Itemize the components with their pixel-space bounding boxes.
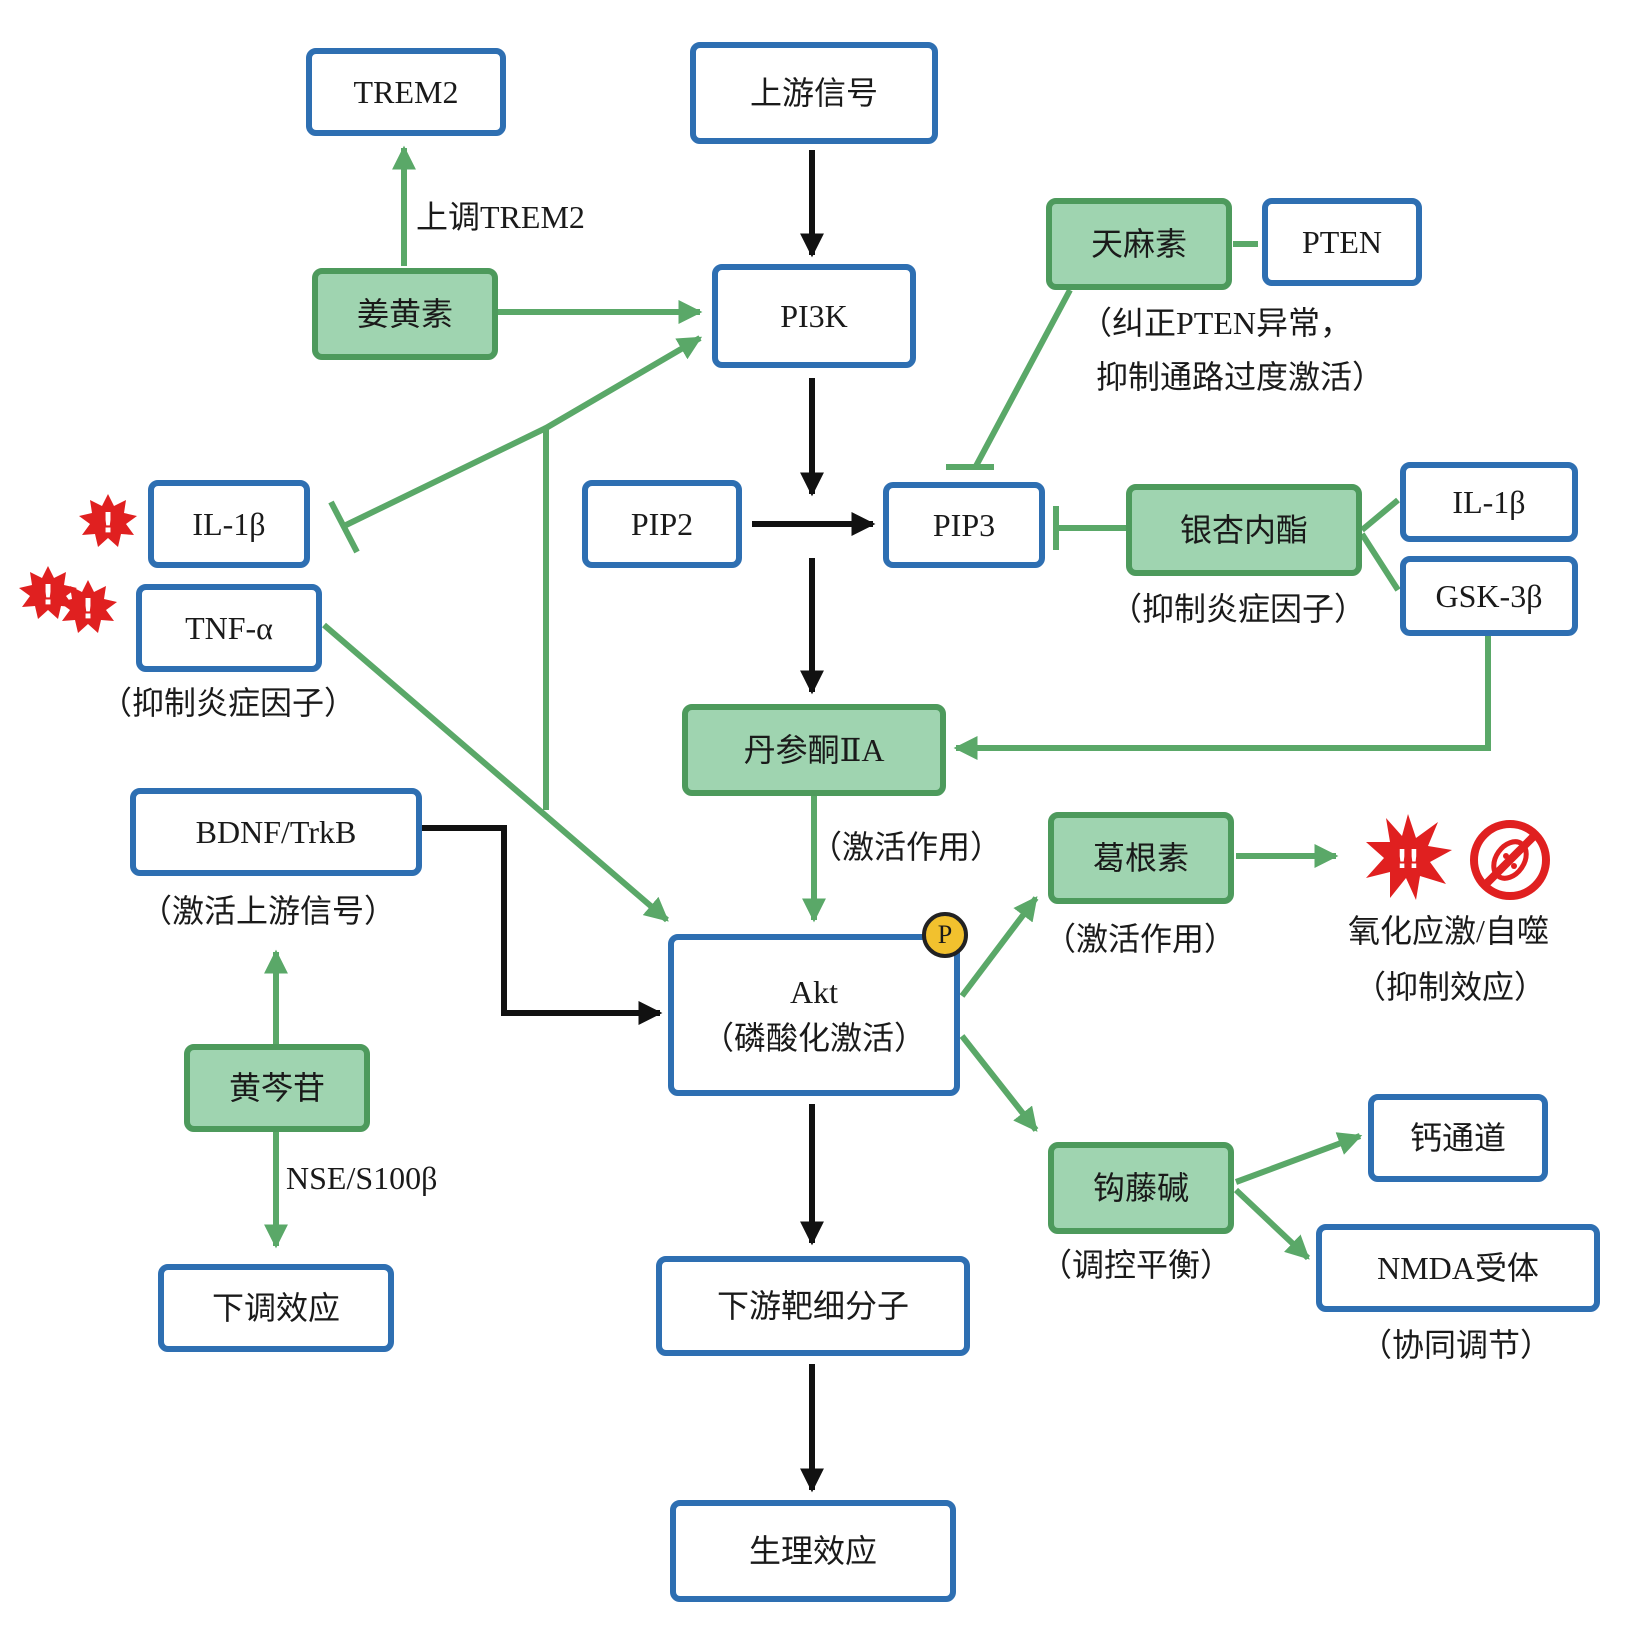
- pten-box[interactable]: PTEN: [1262, 198, 1422, 286]
- phospho-badge: P: [922, 912, 968, 958]
- left-inflammation-note: （抑制炎症因子）: [100, 685, 357, 721]
- regulation-balance-note: （调控平衡）: [1040, 1247, 1233, 1283]
- il1b-right-box[interactable]: IL-1β: [1400, 462, 1578, 542]
- arrow-tnfa-akt: [322, 622, 669, 923]
- il1b-left-label: IL-1β: [192, 505, 266, 542]
- tanshinone-activation-note: （激活作用）: [810, 829, 1003, 865]
- tnfa-label: TNF-α: [185, 609, 273, 646]
- arrow-tnfa-pi3k: [543, 335, 703, 810]
- akt-label: Akt: [789, 973, 838, 1010]
- alert-burst-icon: !!: [1366, 814, 1452, 900]
- alert-burst-icon: !: [79, 494, 137, 547]
- phospho-badge-label: P: [937, 920, 953, 949]
- pi3k-box[interactable]: PI3K: [712, 264, 916, 368]
- calcium-channel-label: 钙通道: [1409, 1119, 1506, 1156]
- pip2-label: PIP2: [630, 505, 694, 542]
- upregulate-trem2-label: 上调TREM2: [416, 199, 585, 235]
- downstream-targets-box[interactable]: 下游靶细分子: [656, 1256, 970, 1356]
- tanshinone-box[interactable]: 丹参酮ⅡA: [682, 704, 946, 796]
- pi3k-label: PI3K: [780, 297, 848, 334]
- nse-s100b-label: NSE/S100β: [286, 1160, 438, 1196]
- gastrodin-box[interactable]: 天麻素: [1046, 198, 1232, 290]
- nmda-receptor-box[interactable]: NMDA受体: [1316, 1224, 1600, 1312]
- tanshinone-label: 丹参酮ⅡA: [743, 731, 885, 768]
- arrow-akt-rhynchophylline: [959, 1034, 1039, 1132]
- downstream-targets-label: 下游靶细分子: [716, 1287, 909, 1324]
- il1b-left-box[interactable]: IL-1β: [148, 480, 310, 568]
- gsk3b-box[interactable]: GSK-3β: [1400, 556, 1578, 636]
- inhibit-branch-il1b: [342, 425, 548, 529]
- link-ginkgolide-il1b: [1360, 497, 1400, 533]
- il1b-right-label: IL-1β: [1452, 483, 1526, 520]
- no-bacteria-icon: [1470, 820, 1550, 900]
- ginkgolide-box[interactable]: 银杏内酯: [1126, 484, 1362, 576]
- pip3-label: PIP3: [932, 506, 996, 543]
- baicalin-label: 黄芩苷: [228, 1069, 325, 1106]
- pten-note-line2: 抑制通路过度激活）: [1096, 359, 1385, 395]
- puerarin-label: 葛根素: [1092, 839, 1189, 876]
- pten-note-line1: （纠正PTEN异常，: [1080, 305, 1353, 341]
- trem2-box[interactable]: TREM2: [306, 48, 506, 136]
- nmda-receptor-label: NMDA受体: [1377, 1249, 1539, 1286]
- inhibit-gastrodin-pip3: [973, 288, 1073, 468]
- alert-burst-icon: ! ! !: [19, 494, 137, 633]
- puerarin-box[interactable]: 葛根素: [1048, 812, 1234, 904]
- right-inflammation-note: （抑制炎症因子）: [1110, 591, 1367, 627]
- physiological-effect-label: 生理效应: [748, 1532, 877, 1569]
- upstream-signal-box[interactable]: 上游信号: [690, 42, 938, 144]
- oxidative-stress-label: 氧化应激/自噬: [1348, 913, 1549, 949]
- pten-label: PTEN: [1302, 223, 1382, 260]
- ginkgolide-label: 银杏内酯: [1179, 511, 1308, 548]
- gastrodin-label: 天麻素: [1090, 225, 1187, 262]
- akt-box[interactable]: Akt （磷酸化激活）: [668, 934, 960, 1096]
- curcumin-box[interactable]: 姜黄素: [312, 268, 498, 360]
- arrow-bdnf-akt: [420, 825, 663, 1025]
- svg-text:!: !: [42, 578, 55, 611]
- link-ginkgolide-gsk3b: [1359, 532, 1401, 592]
- curcumin-label: 姜黄素: [356, 295, 453, 332]
- calcium-channel-box[interactable]: 钙通道: [1368, 1094, 1548, 1182]
- rhynchophylline-label: 钩藤碱: [1092, 1169, 1189, 1206]
- arrow-rhynchophylline-calcium: [1234, 1132, 1363, 1185]
- suppression-effect-note: （抑制效应）: [1354, 969, 1547, 1005]
- upstream-signal-label: 上游信号: [749, 74, 878, 111]
- synergistic-regulation-note: （协同调节）: [1360, 1327, 1553, 1363]
- baicalin-box[interactable]: 黄芩苷: [184, 1044, 370, 1132]
- rhynchophylline-box[interactable]: 钩藤碱: [1048, 1142, 1234, 1234]
- gsk3b-label: GSK-3β: [1435, 577, 1543, 614]
- bdnf-note: （激活上游信号）: [140, 893, 397, 929]
- arrow-akt-puerarin: [959, 896, 1039, 998]
- physiological-effect-box[interactable]: 生理效应: [670, 1500, 956, 1602]
- bdnf-trkb-label: BDNF/TrkB: [195, 813, 357, 850]
- pip2-box[interactable]: PIP2: [582, 480, 742, 568]
- puerarin-activation-note: （激活作用）: [1044, 921, 1237, 957]
- svg-text:!: !: [82, 592, 95, 625]
- pip3-box[interactable]: PIP3: [883, 482, 1045, 568]
- arrow-gsk3b-tanshinone: [953, 636, 1491, 760]
- downregulation-label: 下调效应: [211, 1289, 340, 1326]
- downregulation-box[interactable]: 下调效应: [158, 1264, 394, 1352]
- svg-text:!: !: [102, 506, 115, 539]
- arrow-rhynchophylline-nmda: [1233, 1187, 1311, 1261]
- inhibit-bar-il1b: [328, 500, 360, 554]
- alert-burst-icon: !: [19, 566, 77, 619]
- trem2-label: TREM2: [353, 73, 459, 110]
- tnfa-box[interactable]: TNF-α: [136, 584, 322, 672]
- akt-note: （磷酸化激活）: [701, 1020, 926, 1056]
- bdnf-trkb-box[interactable]: BDNF/TrkB: [130, 788, 422, 876]
- alert-burst-icon: !: [59, 580, 117, 633]
- svg-text:!!: !!: [1396, 845, 1420, 875]
